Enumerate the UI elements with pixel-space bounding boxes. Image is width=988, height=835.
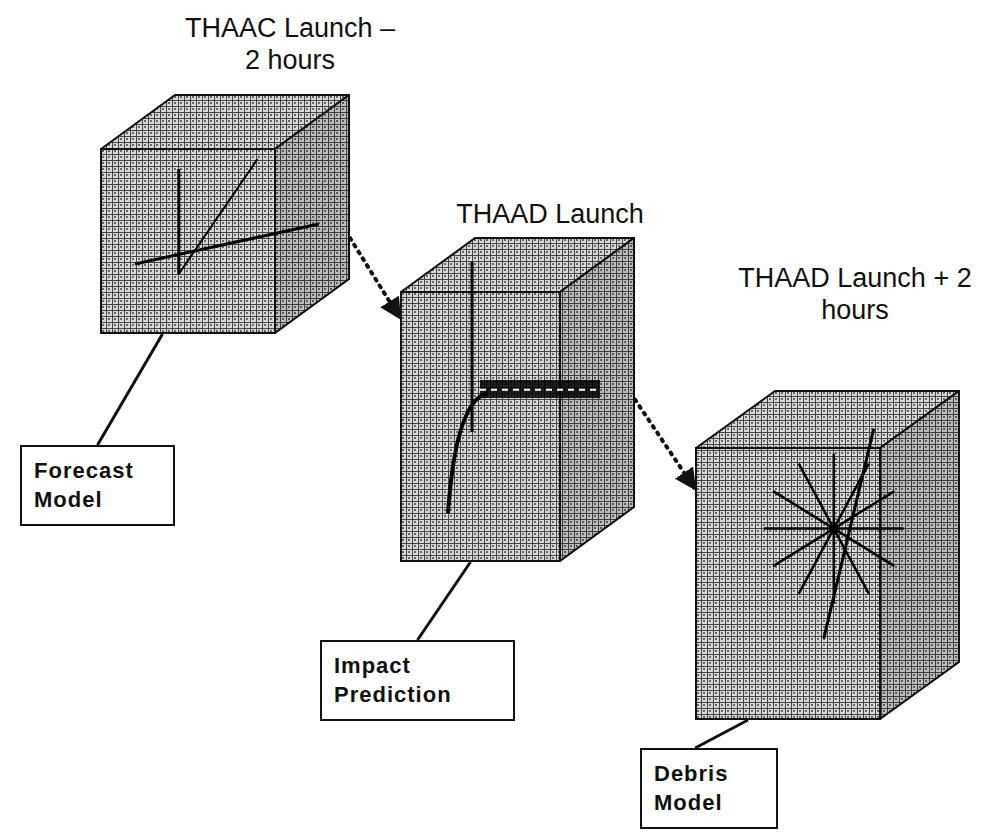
process-box: Impact Prediction (320, 640, 515, 721)
data-cube (400, 237, 635, 562)
box-label: Debris Model (654, 760, 764, 817)
box-label: Forecast Model (34, 457, 161, 514)
time-heading: THAAD Launch (430, 198, 670, 230)
time-heading: THAAC Launch – 2 hours (175, 12, 405, 77)
leader-line (695, 720, 748, 748)
box-label: Impact Prediction (334, 652, 501, 709)
process-box: Forecast Model (20, 445, 175, 526)
time-heading: THAAD Launch + 2 hours (730, 262, 980, 327)
model-cube: THAAC Launch – 2 hours (100, 12, 405, 334)
model-cube: THAAD Launch + 2 hours (695, 262, 980, 720)
data-cube (100, 94, 350, 334)
flow-arrow (635, 400, 695, 490)
process-box: Debris Model (640, 748, 778, 829)
leader-line (98, 334, 163, 445)
flow-arrow (350, 238, 400, 318)
leader-line (418, 562, 471, 640)
data-cube (695, 390, 960, 720)
model-cube: THAAD Launch (400, 198, 670, 562)
